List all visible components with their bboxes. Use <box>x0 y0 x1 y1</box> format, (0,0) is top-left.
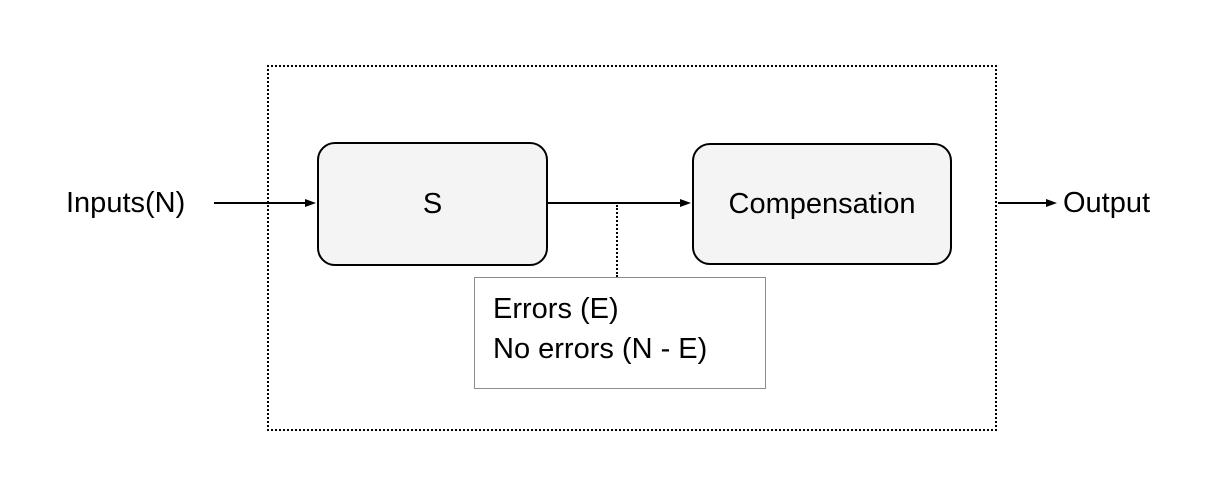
input-label: Inputs(N) <box>66 187 186 219</box>
compensation-block-label: Compensation <box>728 187 916 220</box>
input-arrow-shaft <box>214 202 308 204</box>
s-block: S <box>317 142 548 266</box>
s-block-label: S <box>422 187 443 220</box>
annotation-line-no-errors: No errors (N - E) <box>493 333 708 365</box>
annotation-box: Errors (E) No errors (N - E) <box>474 277 766 389</box>
output-arrowhead-icon <box>1046 199 1057 207</box>
output-arrow <box>998 199 1057 207</box>
input-arrowhead-icon <box>305 199 316 207</box>
s-to-compensation-arrow-shaft <box>547 202 683 204</box>
output-arrow-shaft <box>998 202 1049 204</box>
output-label: Output <box>1063 187 1151 219</box>
system-boundary <box>267 65 997 431</box>
compensation-block: Compensation <box>692 143 952 265</box>
s-to-compensation-arrow <box>547 199 691 207</box>
s-to-compensation-arrowhead-icon <box>680 199 691 207</box>
annotation-connector-line <box>616 205 618 277</box>
input-arrow <box>214 199 316 207</box>
annotation-line-errors: Errors (E) <box>493 293 619 325</box>
